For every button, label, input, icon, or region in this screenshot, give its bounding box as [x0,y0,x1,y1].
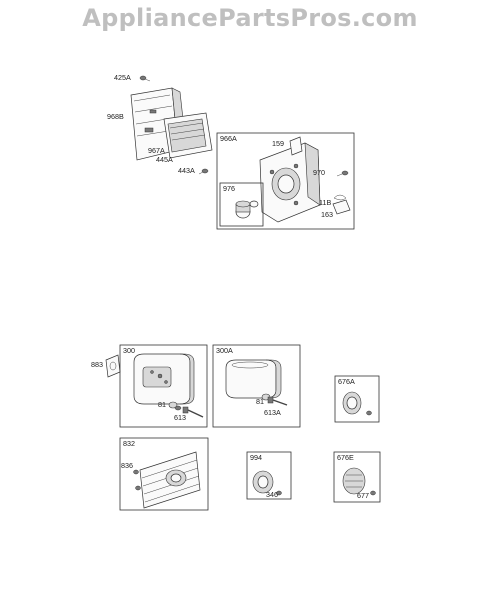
label-613: 613 [174,413,186,422]
choke-976[interactable] [235,200,259,219]
label-163: 163 [321,210,333,219]
air-filter-group: 425A 968B 967A 445A 443A [107,73,213,175]
label-425A: 425A [114,73,131,82]
spacer-81a[interactable] [168,401,182,411]
label-81b: 81 [256,397,264,406]
clip-11B[interactable] [333,194,347,201]
label-300A: 300A [216,346,233,355]
muffler-300A[interactable] [225,359,282,399]
box-966A: 966A 159 970 11B 163 976 [216,132,355,230]
watermark-text: AppliancePartsPros.com [82,4,418,32]
label-443A: 443A [178,166,195,175]
screw-970[interactable] [336,170,349,177]
bracket-159[interactable] [289,136,303,156]
box-832: 832 836 [119,437,209,511]
gasket-163[interactable] [332,199,351,215]
label-976: 976 [223,184,235,193]
label-832: 832 [123,439,135,448]
bolt-613A[interactable] [267,396,288,406]
label-966A: 966A [220,134,237,143]
box-300A: 300A 81 613A [212,344,301,428]
label-676A: 676A [338,377,355,386]
label-676E: 676E [337,453,354,462]
label-11B: 11B [319,198,331,207]
label-300: 300 [123,346,135,355]
box-300: 300 81 613 [119,344,208,428]
bolt-613[interactable] [182,406,204,418]
box-676A: 676A [334,375,380,423]
label-445A: 445A [156,155,173,164]
label-159: 159 [272,139,284,148]
label-677: 677 [357,491,369,500]
deflector-676E[interactable] [342,467,376,496]
box-676E: 676E 677 [333,451,381,503]
label-994: 994 [250,453,262,462]
screw-836[interactable] [133,469,141,491]
label-613A: 613A [264,408,281,417]
spark-arrester-994[interactable] [252,470,282,496]
deflector-676A[interactable] [342,391,372,416]
muffler-guard-832[interactable] [139,451,201,509]
label-967A: 967A [148,146,165,155]
screw-443A[interactable] [198,168,209,175]
label-81a: 81 [158,400,166,409]
muffler-300[interactable] [133,353,195,405]
gasket-883[interactable] [105,354,121,378]
label-970: 970 [313,168,325,177]
label-836: 836 [121,461,133,470]
label-883: 883 [91,360,103,369]
screw-425A[interactable] [139,75,151,82]
label-968B: 968B [107,112,124,121]
label-346: 346 [266,490,278,499]
box-994: 994 346 [246,451,292,500]
